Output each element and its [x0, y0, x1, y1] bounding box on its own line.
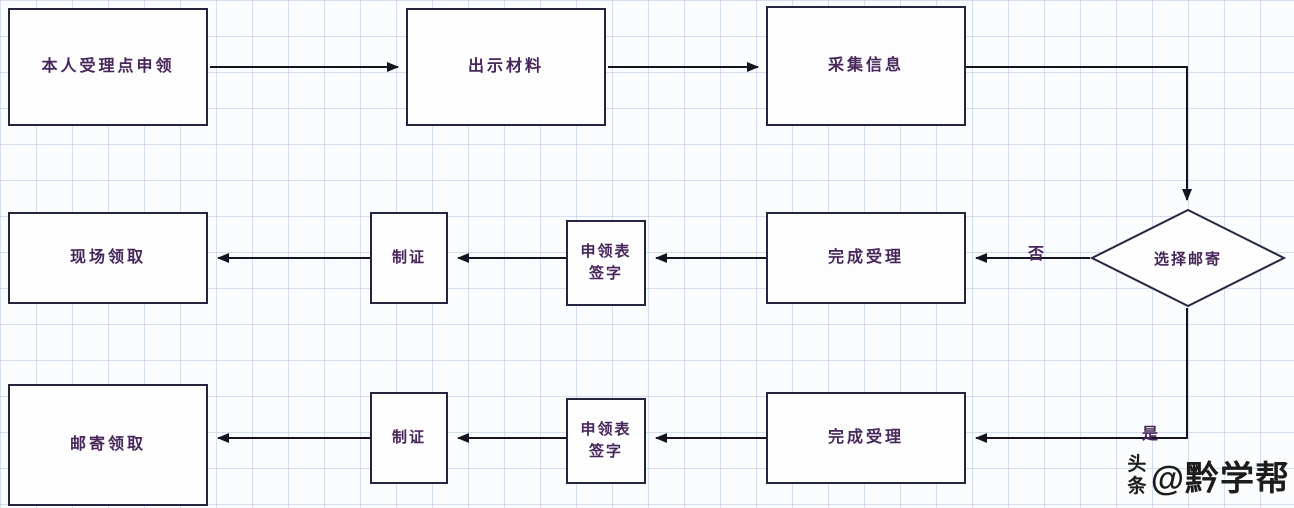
node-collect-info: 采集信息 — [766, 6, 966, 126]
node-complete-acceptance-1: 完成受理 — [766, 212, 966, 304]
connector-diamond-to-complete2 — [975, 308, 1188, 443]
decision-label: 选择邮寄 — [1153, 250, 1222, 268]
watermark-handle: @黔学帮 — [1150, 460, 1290, 498]
node-onsite-pickup: 现场领取 — [8, 212, 208, 304]
node-mail-pickup: 邮寄领取 — [8, 384, 208, 506]
decision-choose-mail: 选择邮寄 — [1090, 208, 1286, 308]
connector-collect-to-diamond — [966, 66, 1192, 201]
watermark-brand: 头条 — [1127, 453, 1147, 497]
edge-label-no: 否 — [1028, 246, 1045, 263]
node-make-card-2: 制证 — [370, 392, 448, 484]
node-apply-in-person: 本人受理点申领 — [8, 8, 208, 126]
node-make-card-1: 制证 — [370, 212, 448, 304]
edge-label-yes: 是 — [1142, 426, 1159, 443]
diamond-shape — [1090, 208, 1286, 308]
node-sign-form-2: 申领表 签字 — [566, 398, 646, 484]
node-show-materials: 出示材料 — [406, 8, 606, 126]
watermark: 头条 @黔学帮 — [1126, 451, 1290, 500]
node-sign-form-1: 申领表 签字 — [566, 220, 646, 306]
node-complete-acceptance-2: 完成受理 — [766, 392, 966, 484]
